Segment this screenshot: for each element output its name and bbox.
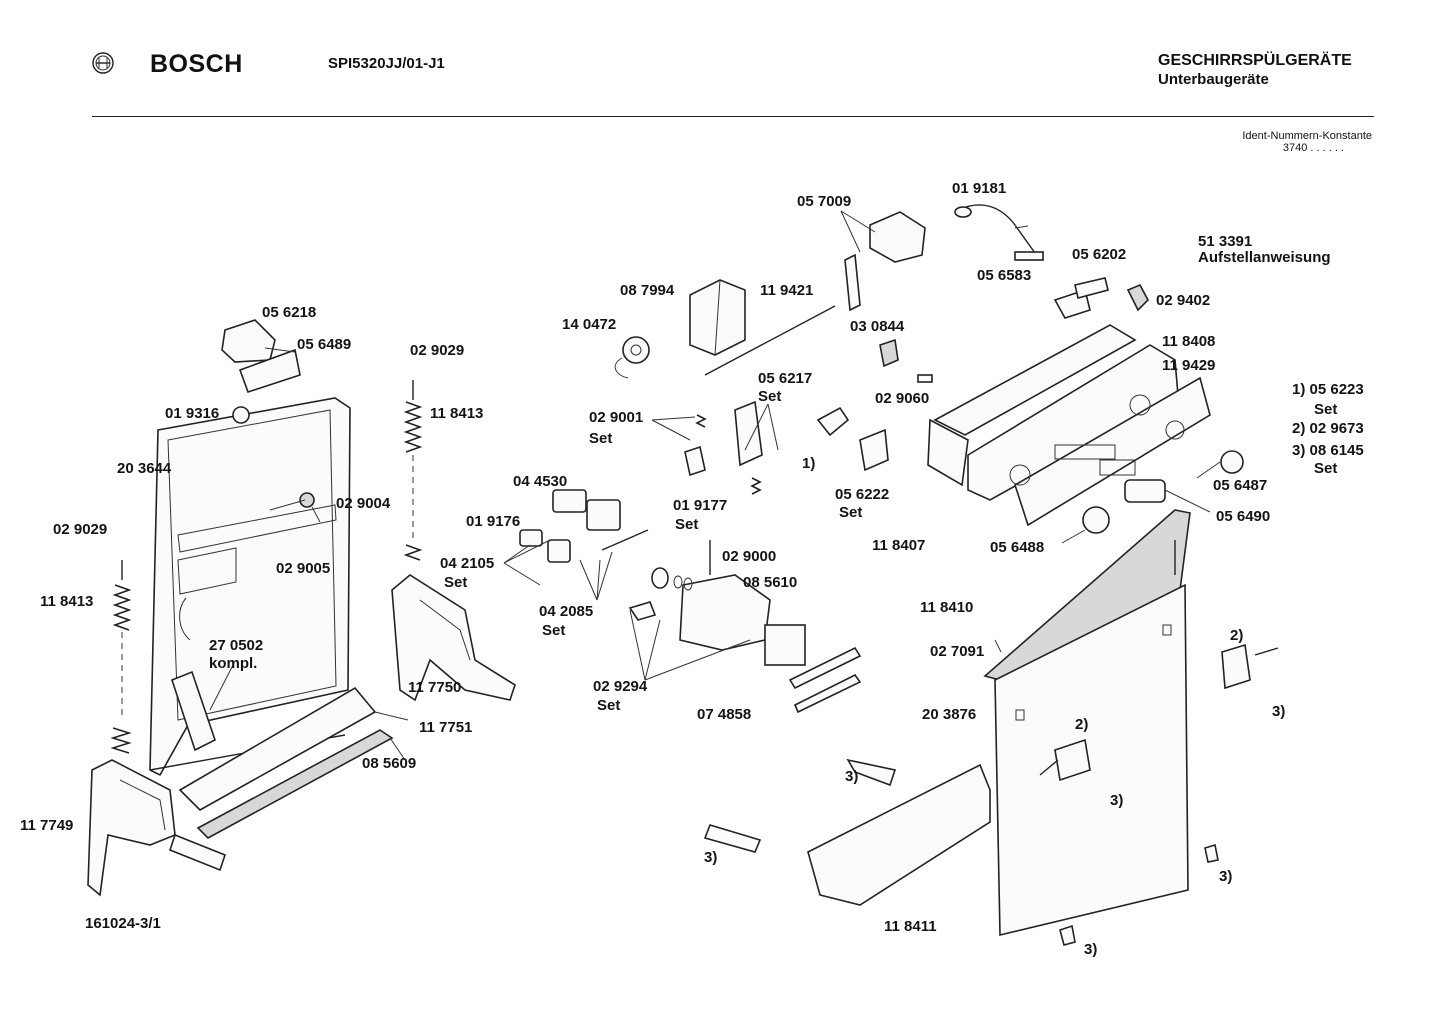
- part-label: 3): [1219, 868, 1233, 885]
- part-label: 1) 05 6223: [1292, 381, 1364, 398]
- part-label: 11 8408: [1162, 333, 1216, 350]
- part-label: 27 0502: [209, 637, 264, 654]
- part-label: 02 9029: [53, 521, 108, 538]
- part-label: 02 7091: [930, 643, 985, 660]
- switch-assembly-drawing: [844, 204, 1044, 312]
- part-label: 04 4530: [513, 473, 568, 490]
- part-label: 05 6490: [1216, 508, 1271, 525]
- bosch-logo-icon: [92, 52, 114, 74]
- part-label: 14 0472: [562, 316, 617, 333]
- part-label: 11 9429: [1162, 357, 1216, 374]
- part-label: Set: [758, 388, 782, 405]
- part-label: 11 8413: [40, 593, 94, 610]
- part-label: 2) 02 9673: [1292, 420, 1364, 437]
- part-label: kompl.: [209, 655, 258, 672]
- part-label: 04 2085: [539, 603, 594, 620]
- part-label: 07 4858: [697, 706, 752, 723]
- part-label: 05 7009: [797, 193, 852, 210]
- part-label: 05 6222: [835, 486, 890, 503]
- part-label: Set: [589, 430, 613, 447]
- center-hinge-drawing: [391, 380, 516, 702]
- part-label: 02 9294: [593, 678, 648, 695]
- part-label: 3): [1110, 792, 1124, 809]
- part-label: 02 9000: [722, 548, 777, 565]
- inner-door-frame-drawing: [149, 397, 351, 777]
- page-title: GESCHIRRSPÜLGERÄTE: [1158, 52, 1352, 69]
- part-label: 2): [1230, 627, 1244, 644]
- bottom-rails-drawing: [178, 686, 409, 839]
- part-label: 3): [704, 849, 718, 866]
- part-label: Set: [444, 574, 468, 591]
- part-label: 02 9060: [875, 390, 930, 407]
- part-label: 1): [802, 455, 816, 472]
- top-latch-drawing: [221, 319, 321, 523]
- ident-value: 3740 . . . . . .: [1282, 142, 1344, 154]
- part-label: 11 8413: [430, 405, 484, 422]
- part-label: Set: [542, 622, 566, 639]
- model-number: SPI5320JJ/01-J1: [328, 55, 445, 72]
- part-label: Set: [839, 504, 863, 521]
- part-label: 01 9316: [165, 405, 220, 422]
- part-label: 2): [1075, 716, 1089, 733]
- part-label: 05 6217: [758, 370, 813, 387]
- part-label: 08 7994: [620, 282, 675, 299]
- part-label: 02 9005: [276, 560, 331, 577]
- part-label: 08 5609: [362, 755, 417, 772]
- part-label: 05 6202: [1072, 246, 1127, 263]
- part-label: 02 9029: [410, 342, 465, 359]
- part-label: 02 9402: [1156, 292, 1211, 309]
- part-label: 05 6488: [990, 539, 1045, 556]
- brand-name: BOSCH: [150, 50, 243, 78]
- part-label: Set: [675, 516, 699, 533]
- part-label: 08 5610: [743, 574, 798, 591]
- part-label: 11 9421: [760, 282, 814, 299]
- part-label: Set: [597, 697, 621, 714]
- part-label: 01 9176: [466, 513, 521, 530]
- part-label: Set: [1314, 460, 1338, 477]
- part-label: 04 2105: [440, 555, 495, 572]
- page-subtitle: Unterbaugeräte: [1158, 71, 1269, 88]
- part-label: 3): [1084, 941, 1098, 958]
- part-label: 11 8407: [872, 537, 926, 554]
- ident-label: Ident-Nummern-Konstante: [1242, 130, 1372, 142]
- small-parts-drawing: [519, 400, 889, 714]
- part-label: 51 3391: [1198, 233, 1253, 250]
- part-label: Aufstellanweisung: [1198, 249, 1331, 266]
- part-label: 20 3876: [922, 706, 977, 723]
- part-label: 11 8411: [884, 918, 937, 935]
- part-label: 03 0844: [850, 318, 905, 335]
- part-label: 11 7749: [20, 817, 74, 834]
- part-label: 11 8410: [920, 599, 974, 616]
- part-label: 20 3644: [117, 460, 172, 477]
- part-label: 11 7750: [408, 679, 462, 696]
- part-label: 11 7751: [419, 719, 473, 736]
- part-label: 05 6489: [297, 336, 352, 353]
- timer-motor-drawing: [614, 279, 836, 379]
- part-label: 05 6218: [262, 304, 317, 321]
- leader-lines: [209, 210, 1221, 711]
- part-label: 3) 08 6145: [1292, 442, 1364, 459]
- header-divider: [92, 116, 1374, 117]
- part-label: 02 9004: [336, 495, 391, 512]
- part-label: 01 9177: [673, 497, 728, 514]
- drawing-number: 161024-3/1: [85, 915, 161, 932]
- control-panel-drawing: [879, 277, 1244, 534]
- part-label: 01 9181: [952, 180, 1007, 197]
- left-hinge-drawing: [87, 560, 226, 897]
- part-label: 05 6487: [1213, 477, 1268, 494]
- part-label: Set: [1314, 401, 1338, 418]
- outer-door-drawing: [703, 509, 1279, 946]
- part-label: 02 9001: [589, 409, 644, 426]
- part-label: 3): [1272, 703, 1286, 720]
- part-label: 05 6583: [977, 267, 1032, 284]
- part-label: 3): [845, 768, 859, 785]
